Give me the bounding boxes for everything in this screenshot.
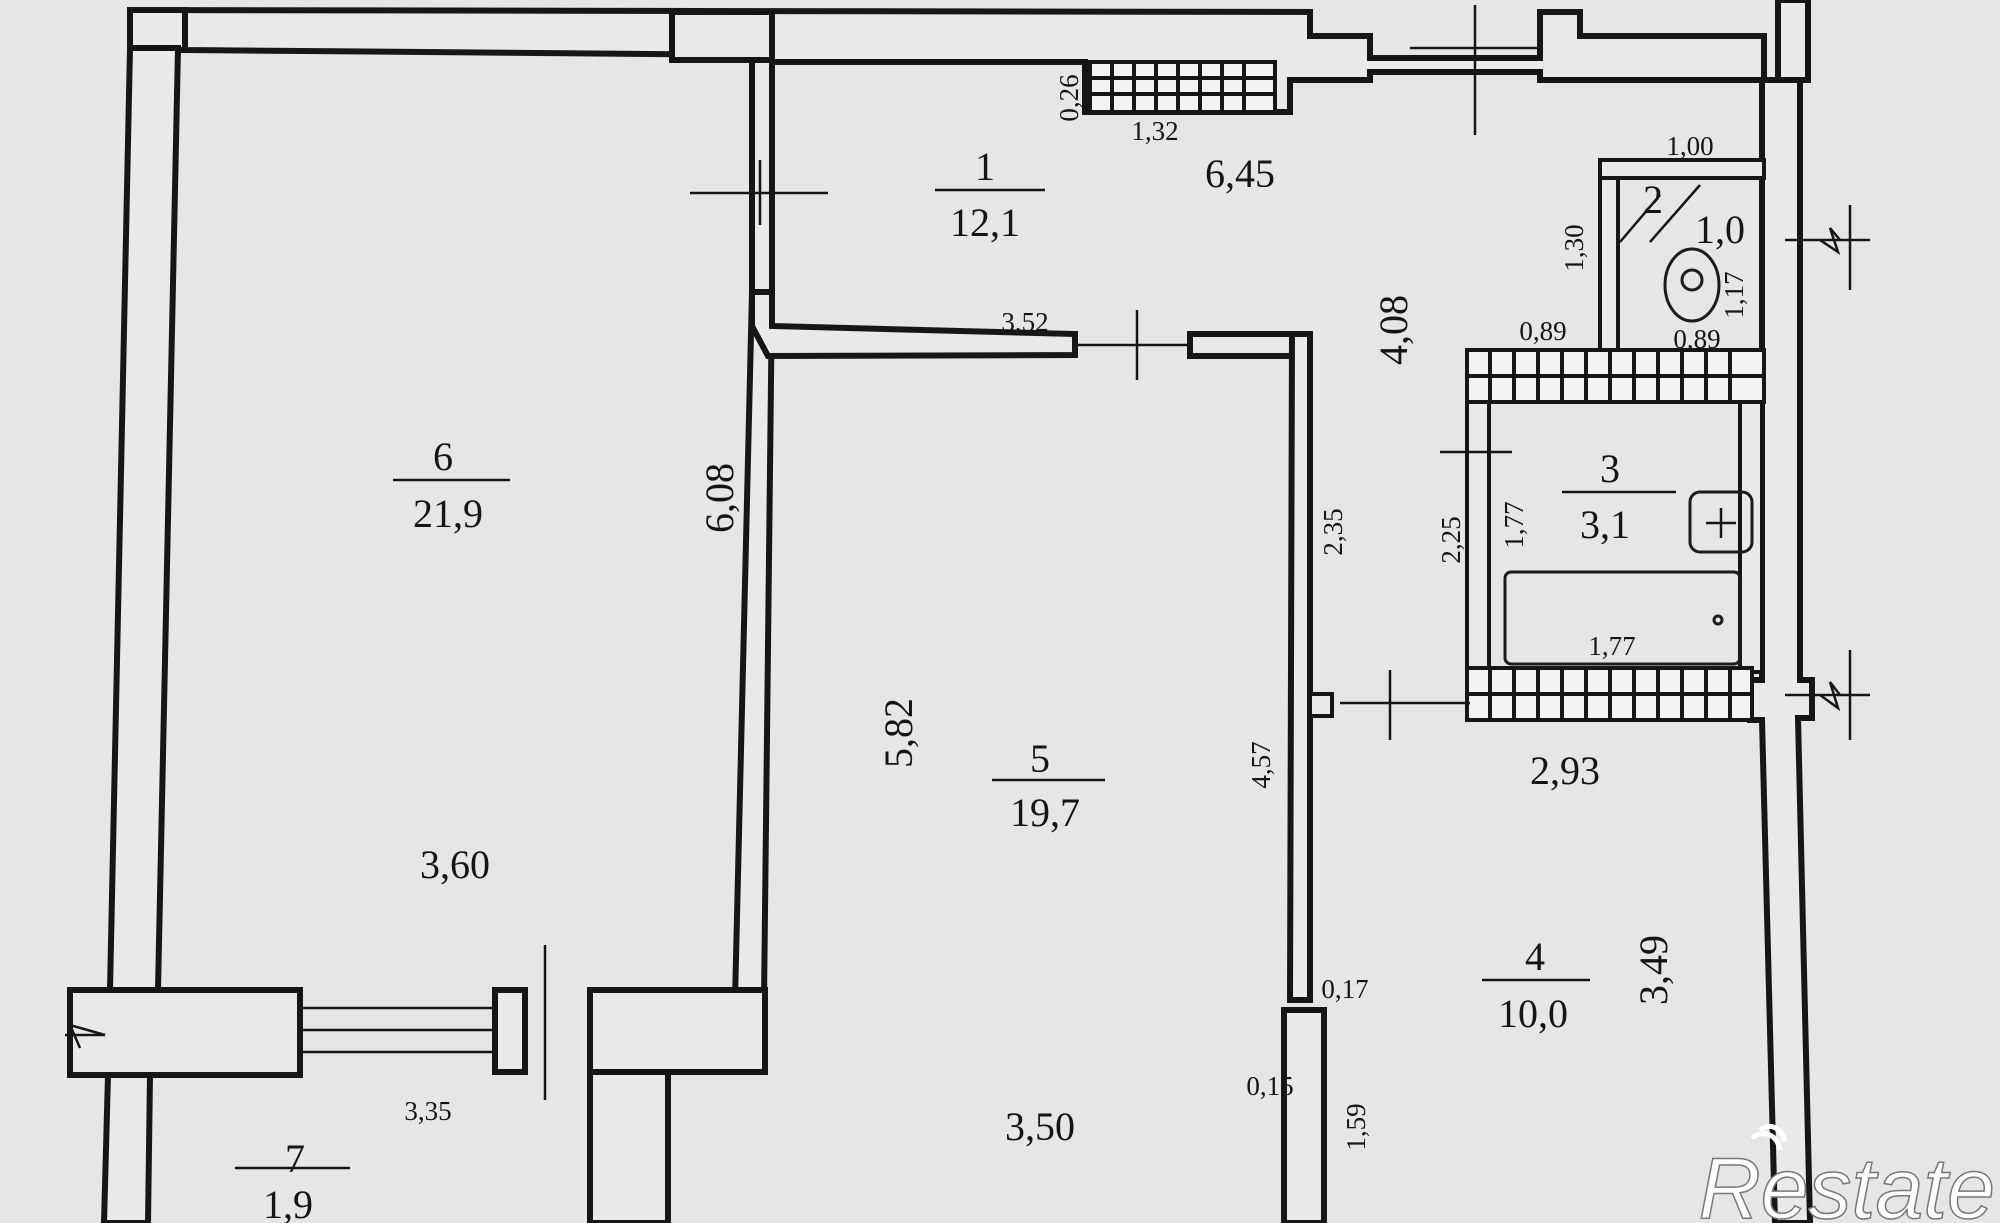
room-label-5: 5 19,7	[992, 736, 1105, 835]
dim-label: 6,08	[697, 463, 742, 533]
wall-pier-5	[1281, 1007, 1327, 1223]
wall-left-exterior-lower	[100, 1072, 154, 1223]
dim-label: 3,60	[420, 842, 490, 887]
dim-label: 0,26	[1054, 74, 1084, 121]
room-label-4: 4 10,0	[1482, 934, 1590, 1036]
opening-marks	[65, 5, 1870, 1049]
svg-text:Restate: Restate	[1699, 1141, 1995, 1223]
wall-corridor-stub	[1308, 692, 1334, 718]
dim-label: 2,93	[1530, 748, 1600, 793]
wall-toilet-north	[1598, 158, 1766, 180]
tile-vent-top	[1088, 60, 1277, 114]
wall-balcony-north	[67, 987, 303, 1078]
dim-label: 4,08	[1371, 295, 1416, 365]
svg-text:7: 7	[285, 1136, 305, 1181]
dim-label: 1,77	[1499, 501, 1529, 548]
dim-label: 0,17	[1321, 974, 1368, 1004]
dim-label: 1,17	[1719, 271, 1749, 318]
wall-post-left	[127, 7, 188, 53]
wall-partition-1-5	[749, 289, 1078, 360]
svg-text:1: 1	[975, 144, 995, 189]
wall-balcony-block	[587, 987, 768, 1075]
svg-text:19,7: 19,7	[1010, 790, 1080, 835]
wall-partition-6-1	[749, 57, 775, 295]
wall-balcony-pier	[492, 987, 528, 1075]
dim-label: 1,30	[1559, 224, 1589, 271]
room-label-3: 3 3,1	[1562, 446, 1676, 547]
dim-label: 6,45	[1205, 151, 1275, 196]
room-label-6: 6 21,9	[393, 434, 510, 536]
wall-toilet-west	[1598, 163, 1620, 352]
svg-text:5: 5	[1030, 736, 1050, 781]
svg-text:2: 2	[1643, 177, 1663, 222]
restate-watermark: Restate	[1698, 1124, 1996, 1223]
dim-label: 2,35	[1318, 508, 1348, 555]
room-label-1: 1 12,1	[935, 144, 1045, 245]
dimension-labels: 6,45 4,08 1,00 1,30 0,89 0,89 1,17 3,52 …	[404, 74, 1749, 1150]
svg-text:4: 4	[1525, 934, 1545, 979]
dim-label: 1,59	[1341, 1103, 1371, 1150]
dim-label: 1,00	[1666, 131, 1713, 161]
wall-right-outer	[1775, 0, 1811, 83]
svg-text:3: 3	[1600, 446, 1620, 491]
dim-label: 0,89	[1519, 316, 1566, 346]
dim-label: 5,82	[876, 698, 921, 768]
svg-text:1,9: 1,9	[263, 1182, 313, 1223]
walls	[67, 0, 1815, 1223]
svg-text:3,1: 3,1	[1580, 502, 1630, 547]
dim-label: 0,15	[1246, 1071, 1293, 1101]
dim-label: 3,35	[404, 1096, 451, 1126]
dim-label: 3,49	[1631, 935, 1676, 1005]
sink	[1688, 490, 1754, 554]
svg-text:12,1: 12,1	[950, 200, 1020, 245]
window-balcony	[300, 945, 547, 1100]
dim-label: 3,52	[1001, 307, 1048, 337]
dim-label: 2,25	[1436, 516, 1466, 563]
svg-text:1,0: 1,0	[1695, 207, 1745, 252]
bathtub	[1503, 570, 1742, 666]
svg-text:6: 6	[433, 434, 453, 479]
dim-label: 4,57	[1246, 741, 1276, 788]
toilet	[1663, 247, 1721, 323]
wall-balcony-east	[587, 1069, 671, 1223]
dim-label: 3,50	[1005, 1104, 1075, 1149]
wall-partition-5-4	[1286, 331, 1313, 1003]
room-label-7: 7 1,9	[235, 1136, 350, 1223]
svg-text:21,9: 21,9	[413, 491, 483, 536]
dim-label: 1,32	[1131, 116, 1178, 146]
dim-label: 1,77	[1588, 631, 1635, 661]
tile-bath-south	[1465, 666, 1754, 722]
room-label-2: 2 1,0	[1643, 177, 1745, 252]
fixtures	[1503, 184, 1754, 666]
wall-post-mid	[669, 9, 775, 63]
dim-label: 0,89	[1673, 324, 1720, 354]
svg-text:10,0: 10,0	[1498, 991, 1568, 1036]
tile-bath-north	[1465, 348, 1766, 404]
